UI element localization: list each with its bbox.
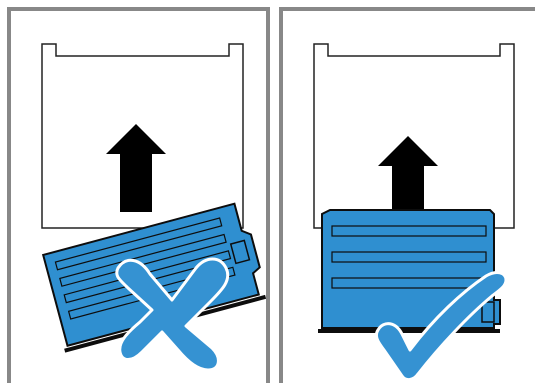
up-arrow-icon bbox=[378, 136, 438, 222]
panel-correct bbox=[279, 7, 535, 383]
panel-frame-right bbox=[279, 7, 535, 383]
up-arrow-icon bbox=[106, 124, 166, 212]
tray-slot-right bbox=[313, 43, 515, 229]
panel-incorrect bbox=[7, 7, 270, 383]
cross-mark-icon bbox=[115, 257, 230, 372]
check-mark-icon bbox=[374, 271, 508, 382]
panel-frame-left bbox=[7, 7, 270, 383]
